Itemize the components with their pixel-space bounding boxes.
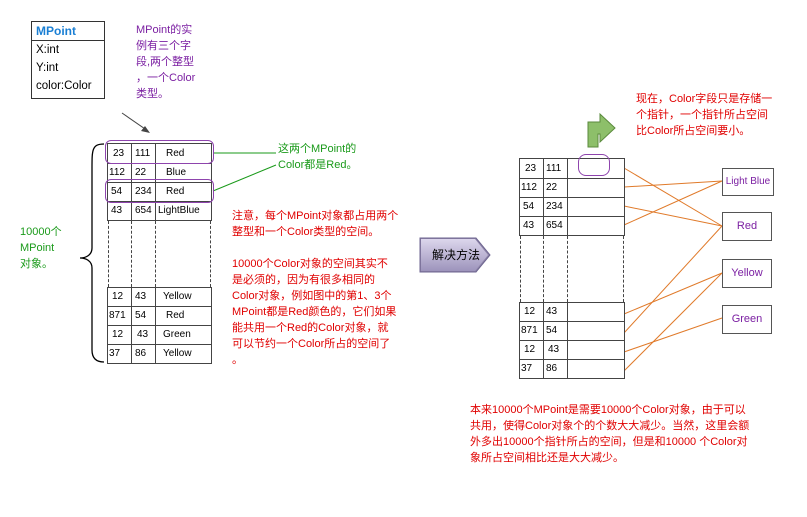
right-r7-x: 12	[524, 344, 536, 355]
right-r3-y: 234	[546, 201, 563, 212]
left-r8-x: 37	[109, 348, 121, 359]
left-r4-c: LightBlue	[158, 205, 200, 216]
right-r7-y: 43	[548, 344, 560, 355]
left-r7-y: 43	[137, 329, 149, 340]
left-r5-c: Yellow	[163, 291, 192, 302]
bent-arrow	[587, 112, 616, 148]
class-field-y: Y:int	[36, 62, 59, 74]
right-r2-x: 112	[521, 182, 537, 193]
highlight-row-1	[105, 140, 214, 164]
right-r4-x: 43	[523, 220, 535, 231]
left-r7-c: Green	[163, 329, 191, 340]
count-brace	[79, 143, 105, 363]
right-r6-y: 54	[546, 325, 558, 336]
left-r5-x: 12	[112, 291, 124, 302]
color-object-red: Red	[722, 212, 772, 241]
class-field-x: X:int	[36, 44, 60, 56]
right-r5-y: 43	[546, 306, 558, 317]
left-r6-y: 54	[135, 310, 147, 321]
right-r2-y: 22	[546, 182, 558, 193]
left-r7-x: 12	[112, 329, 124, 340]
right-r8-x: 37	[521, 363, 533, 374]
solve-label: 解决方法	[431, 248, 480, 262]
left-r3-y: 234	[135, 186, 152, 197]
class-field-color: color:Color	[36, 80, 92, 92]
left-r5-y: 43	[135, 291, 147, 302]
right-r4-y: 654	[546, 220, 563, 231]
pointer-cell-highlight	[578, 154, 610, 176]
instance-note: MPoint的实 例有三个字 段,两个整型 ，一个Color 类型。	[136, 24, 196, 100]
left-object-table: 23 111 Red 112 22 Blue 54 234 Red 43 654…	[107, 143, 212, 364]
right-r1-x: 23	[525, 163, 537, 174]
class-title: MPoint	[32, 22, 104, 41]
right-r5-x: 12	[524, 306, 536, 317]
left-r2-y: 22	[135, 167, 147, 178]
left-r2-x: 112	[109, 167, 125, 178]
solve-arrow-fill	[421, 239, 488, 271]
left-r1-y: 111	[135, 148, 151, 159]
left-r3-c: Red	[166, 186, 185, 197]
right-r1-y: 111	[546, 163, 562, 174]
left-r4-y: 654	[135, 205, 152, 216]
color-object-lightblue: Light Blue	[722, 168, 774, 196]
count-note: 10000个 MPoint 对象。	[20, 226, 62, 270]
left-r4-x: 43	[111, 205, 123, 216]
left-r8-y: 86	[135, 348, 147, 359]
left-r6-c: Red	[166, 310, 185, 321]
left-r1-c: Red	[166, 148, 185, 159]
color-links	[623, 167, 723, 372]
left-r6-x: 871	[109, 310, 126, 321]
left-r1-x: 23	[113, 148, 125, 159]
highlight-row-3	[105, 179, 214, 203]
right-r6-x: 871	[521, 325, 538, 336]
left-r8-c: Yellow	[163, 348, 192, 359]
left-r3-x: 54	[111, 186, 123, 197]
attention-note: 注意，每个MPoint对象都占用两个 整型和一个Color类型的空间。	[232, 210, 399, 238]
mpoint-class-box: MPoint X:int Y:int color:Color	[31, 21, 105, 99]
pointer-note: 现在，Color字段只是存储一 个指针，一个指针所占空间 比Color所占空间要…	[636, 93, 773, 137]
left-r2-c: Blue	[166, 167, 187, 178]
color-object-yellow: Yellow	[722, 259, 772, 288]
right-object-table: 23 111 112 22 54 234 43 654 12 43 871 54…	[519, 158, 625, 379]
same-color-note: 这两个MPoint的 Color都是Red。	[278, 143, 358, 171]
unnecessary-note: 10000个Color对象的空间其实不 是必须的，因为有很多相同的 Color对…	[232, 258, 397, 366]
color-object-green: Green	[722, 305, 772, 334]
right-r8-y: 86	[546, 363, 558, 374]
right-r3-x: 54	[523, 201, 535, 212]
summary-note: 本来10000个MPoint是需要10000个Color对象，由于可以 共用，使…	[470, 404, 750, 464]
same-link-bottom	[212, 164, 277, 192]
instance-arrow-head	[141, 126, 150, 133]
